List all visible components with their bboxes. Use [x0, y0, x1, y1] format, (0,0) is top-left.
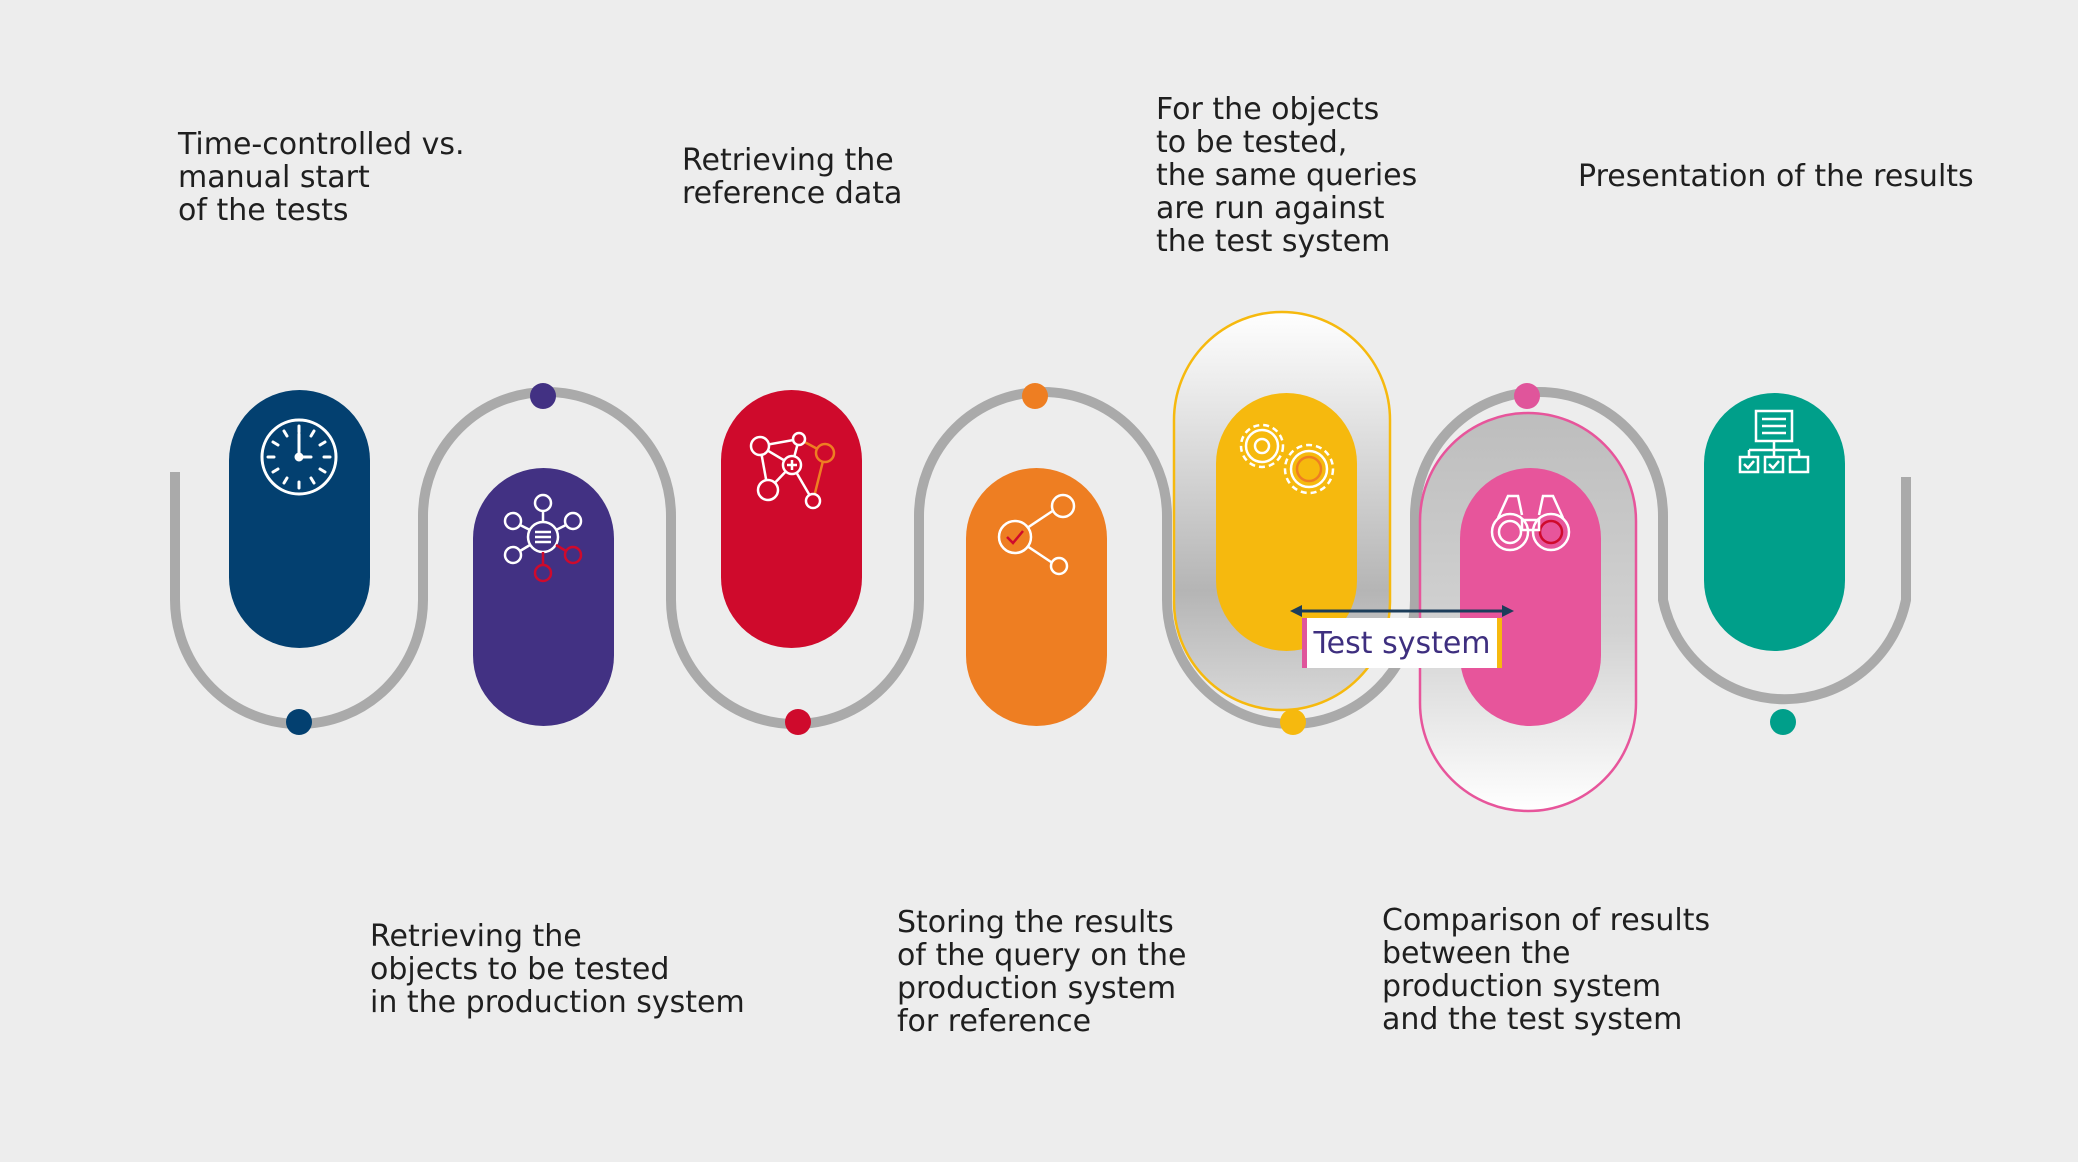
pill-step-7 — [1704, 393, 1845, 651]
connector-dots — [286, 383, 1796, 735]
step-5-text: For the objects to be tested, the same q… — [1156, 92, 1418, 259]
step-1-text: Time-controlled vs. manual start of the … — [178, 127, 465, 228]
step-2-text: Retrieving the objects to be tested in t… — [370, 919, 745, 1020]
connector-lines — [294, 0, 1788, 1162]
step-6-text: Comparison of results between the produc… — [1382, 903, 1711, 1037]
clock-icon — [260, 418, 338, 496]
binoculars-icon — [1490, 494, 1571, 552]
gears-icon — [1239, 423, 1335, 495]
test-system-label: Test system — [1302, 618, 1502, 668]
step-pills — [229, 390, 1845, 726]
network-hub-icon — [503, 493, 583, 583]
step-3-text: Retrieving the reference data — [682, 143, 903, 211]
step-4-text: Storing the results of the query on the … — [897, 905, 1187, 1039]
pill-step-2 — [473, 468, 614, 726]
molecule-network-icon — [749, 431, 836, 510]
pill-step-4 — [966, 468, 1107, 726]
hierarchy-chart-icon — [1738, 409, 1810, 474]
double-arrow — [1290, 605, 1514, 617]
pill-step-6 — [1460, 468, 1601, 726]
pill-step-3 — [721, 390, 862, 648]
share-icon — [997, 493, 1076, 576]
step-7-text: Presentation of the results — [1578, 159, 1974, 194]
serpentine-track — [0, 387, 2078, 729]
